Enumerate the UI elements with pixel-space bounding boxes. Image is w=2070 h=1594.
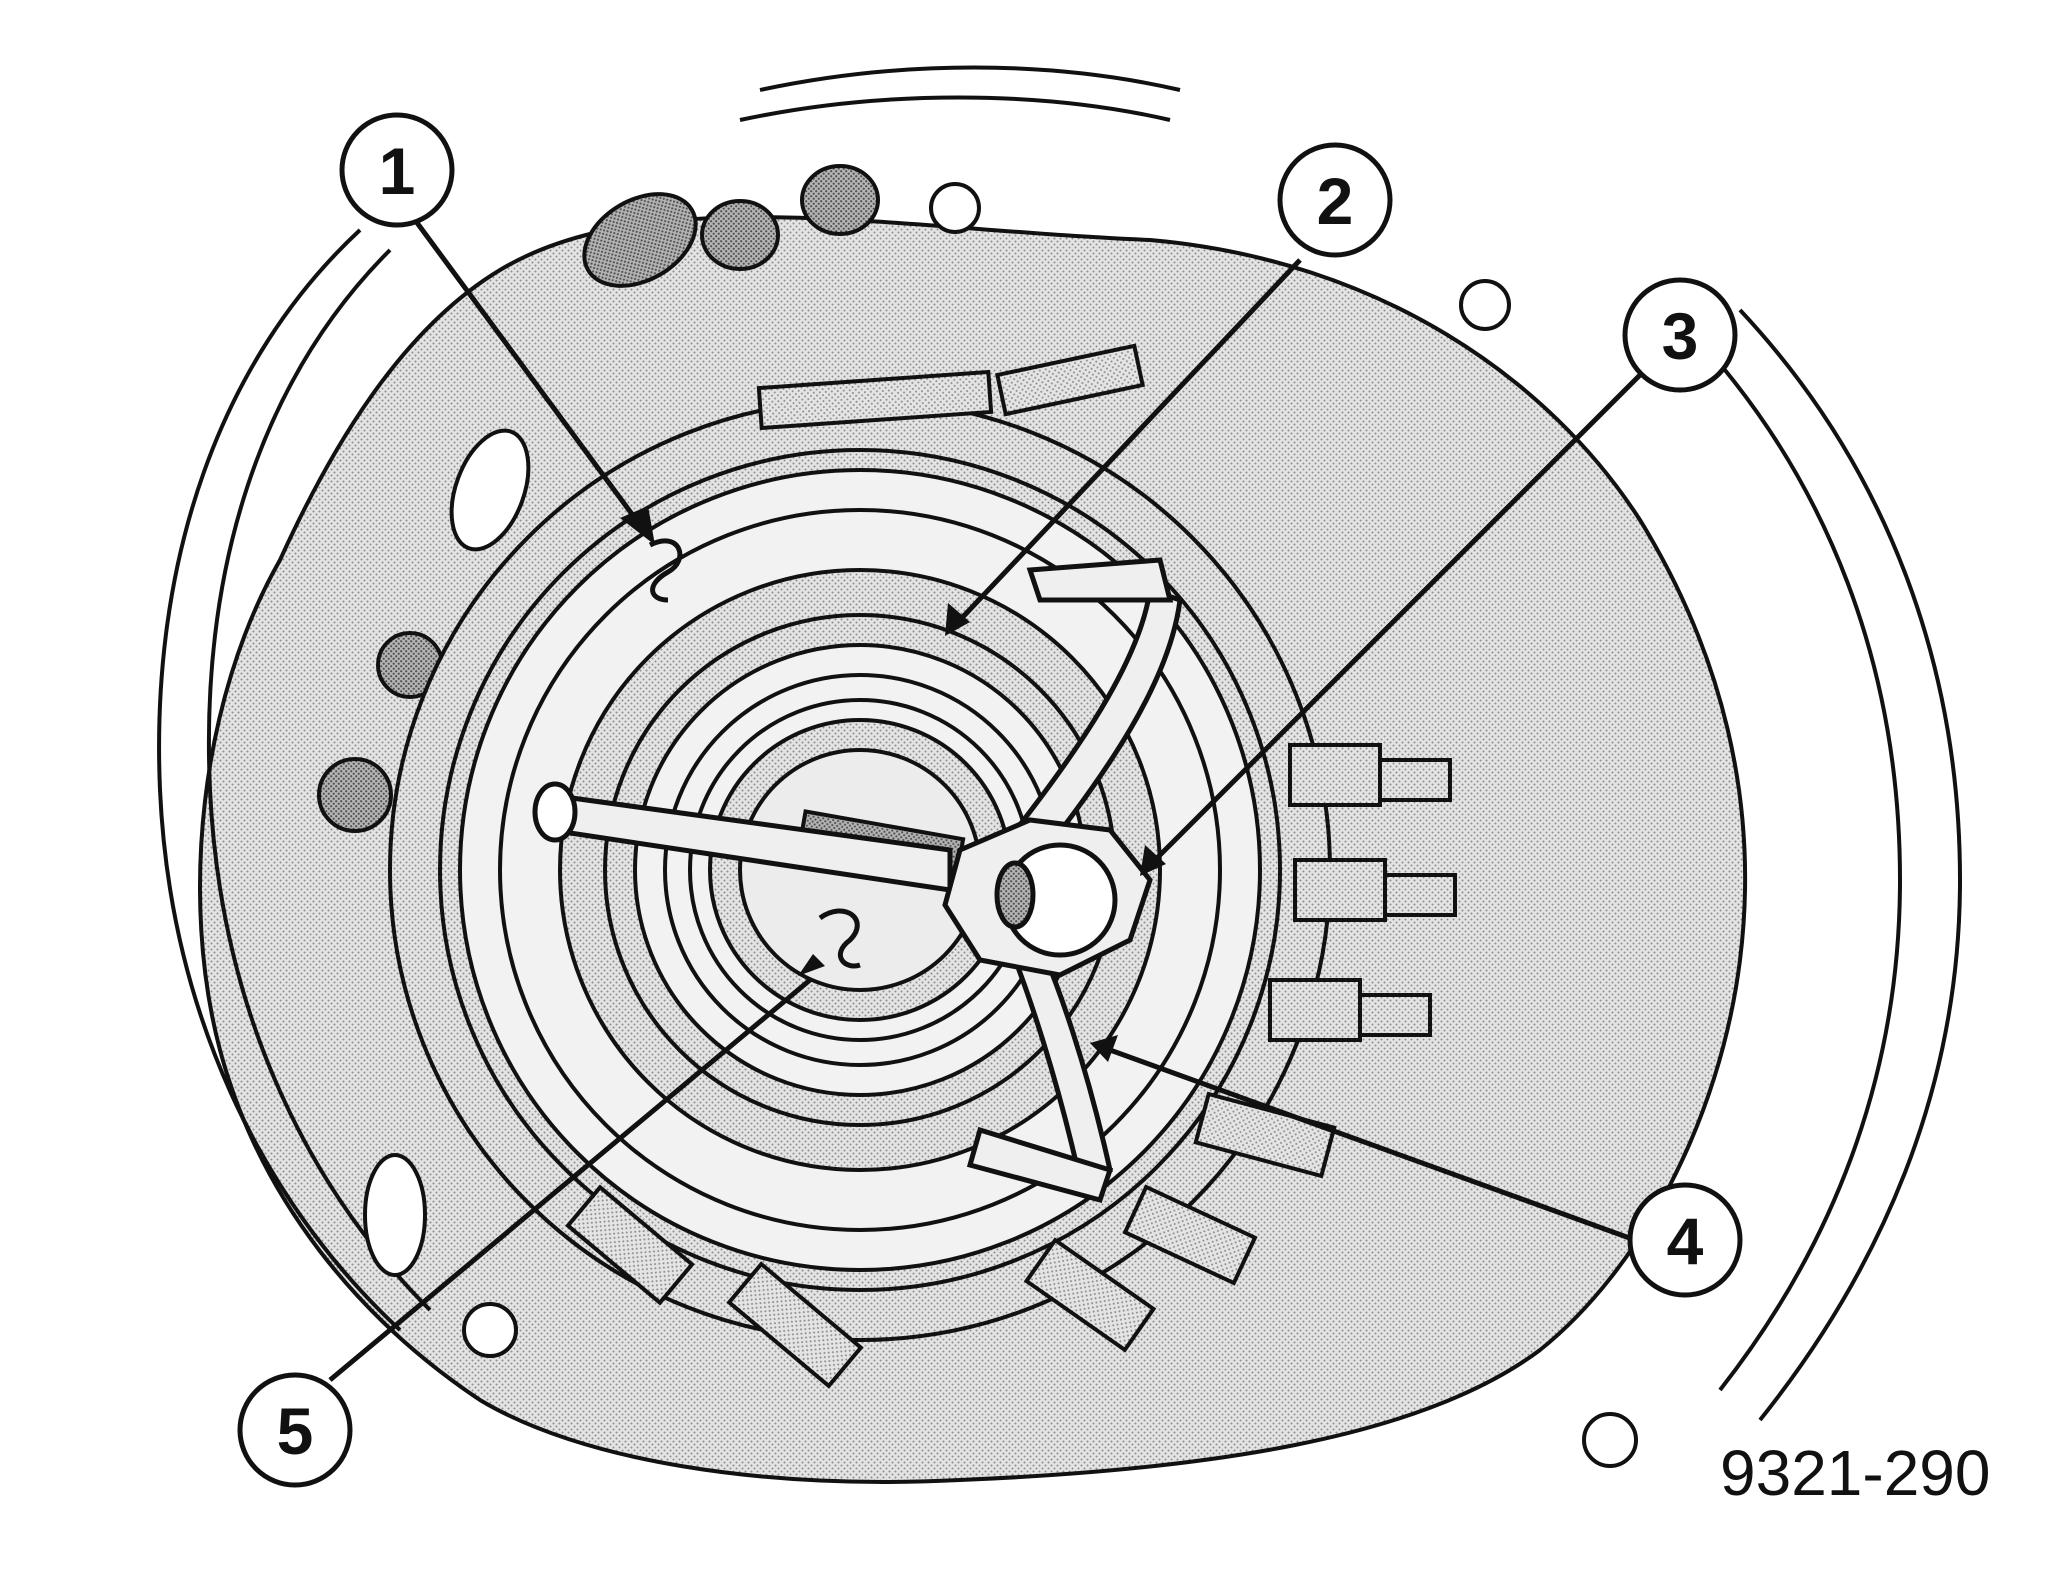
callout-4: 4 [1627,1182,1743,1298]
callout-1: 1 [339,112,455,228]
svg-text:4: 4 [1667,1204,1704,1278]
callout-2: 2 [1277,142,1393,258]
leader-line-4 [1109,1047,1636,1243]
leader-line-2 [958,258,1302,622]
svg-text:1: 1 [379,134,416,208]
compressor-nut [942,817,1153,978]
callout-3: 3 [1622,277,1738,393]
leader-line-3 [1153,373,1642,862]
callout-5: 5 [237,1372,353,1488]
case-rim-arcs [157,65,1963,1422]
case-ports [317,164,1638,1468]
leader-line-5 [328,978,812,1382]
clutch-plate-tabs [565,343,1457,1389]
leader-lines [328,218,1642,1382]
svg-text:3: 3 [1662,299,1699,373]
svg-text:2: 2 [1317,164,1354,238]
leader-line-1 [412,218,643,527]
leader-arrowheads [620,506,1166,1062]
figure-id-label: 9321-290 [1720,1437,1990,1509]
svg-text:5: 5 [277,1394,314,1468]
snap-ring-marks [648,538,861,969]
